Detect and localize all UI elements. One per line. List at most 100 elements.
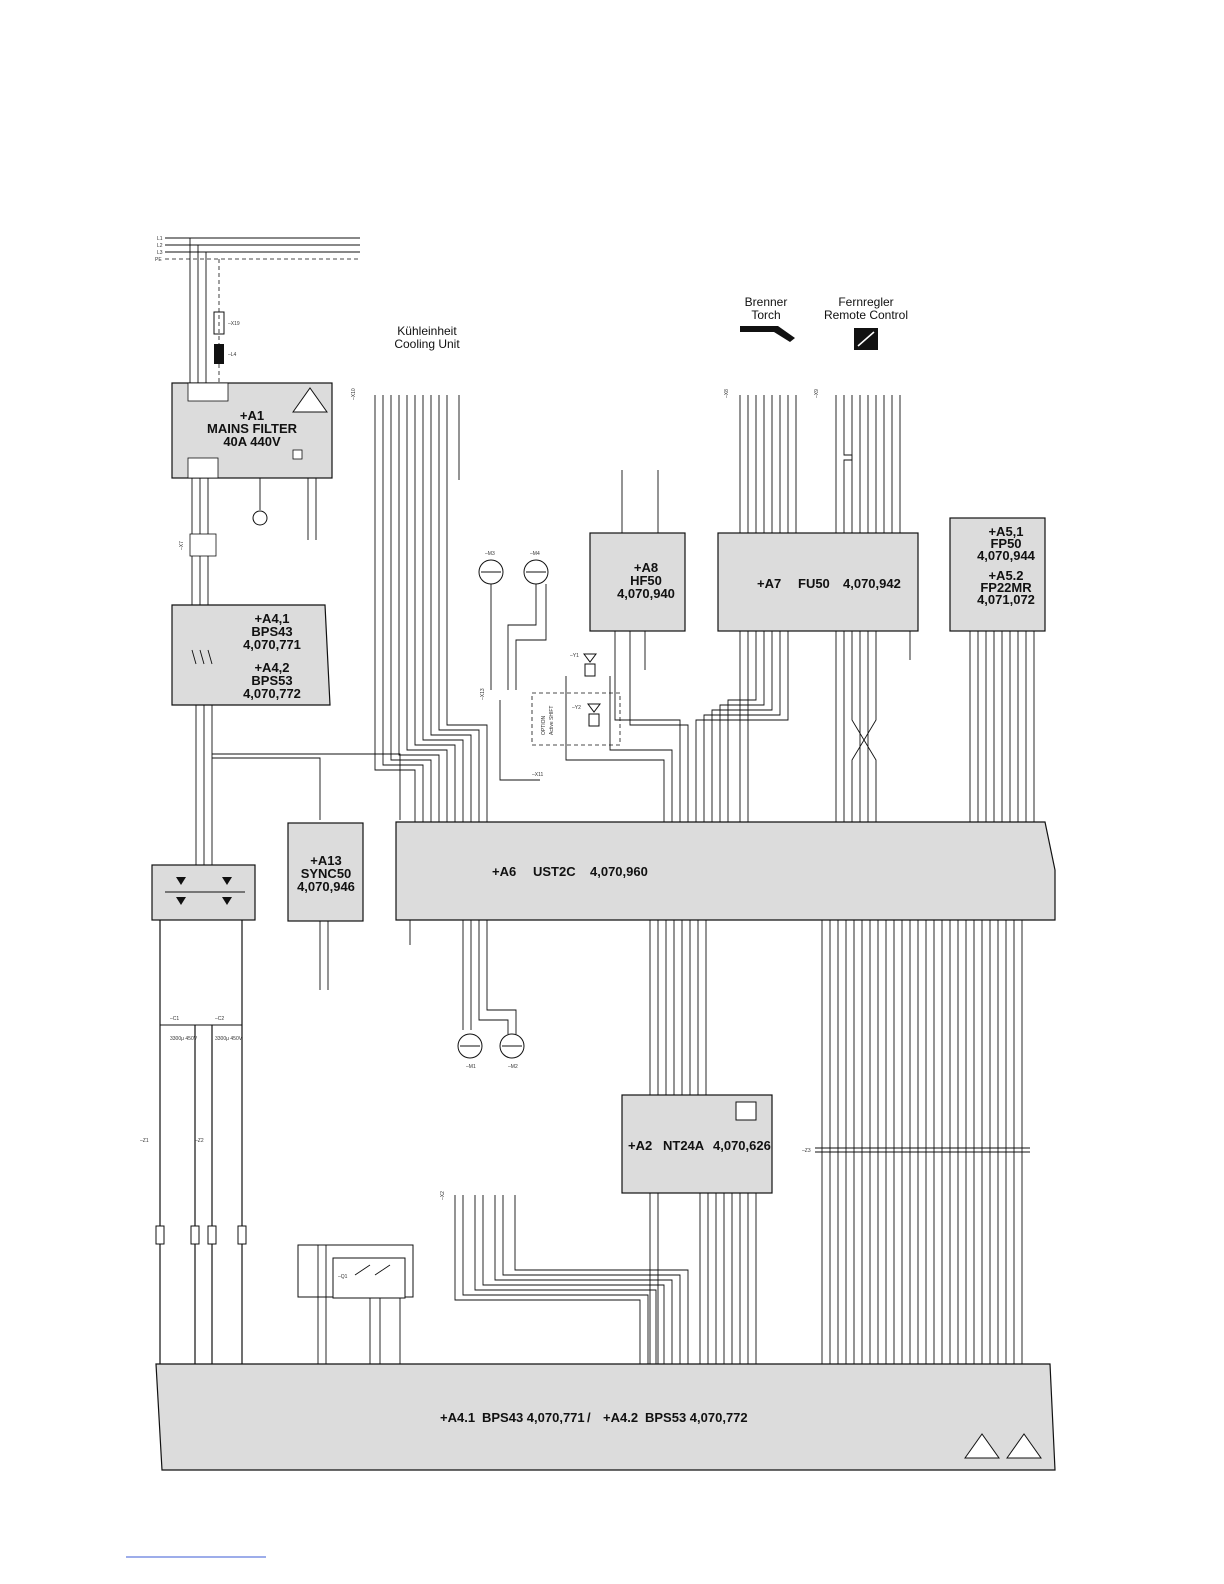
torch-en: Torch <box>751 308 780 322</box>
x11-label: –X11 <box>532 772 544 778</box>
cooling-unit-header: Kühleinheit Cooling Unit –X10 <box>351 324 488 822</box>
a4-bps-module: +A4,1 BPS43 4,070,771 +A4,2 BPS53 4,070,… <box>171 604 331 706</box>
a1-rating: 40A 440V <box>223 434 281 449</box>
mains-label-pe: PE <box>155 257 162 263</box>
a1-output-wires: –X7 <box>179 478 317 605</box>
a6-type: UST2C <box>533 864 576 879</box>
cooling-unit-de: Kühleinheit <box>397 324 457 338</box>
x9-label: –X9 <box>814 389 820 398</box>
a4-2-part: 4,070,772 <box>243 686 301 701</box>
right-signal-bus: –Z3 <box>802 920 1030 1364</box>
bottom-type1: BPS43 4,070,771 <box>482 1410 585 1425</box>
a1-mains-filter: +A1 MAINS FILTER 40A 440V <box>171 382 333 479</box>
a8-part: 4,070,940 <box>617 586 675 601</box>
a5-1-type: FP50 <box>990 536 1021 551</box>
bottom-part2: +A4.2 <box>603 1410 638 1425</box>
a7-name: +A7 <box>757 576 781 591</box>
cooling-unit-en: Cooling Unit <box>394 337 460 351</box>
a13-sync-module: +A13 SYNC50 4,070,946 <box>287 822 364 990</box>
x8-label: –X8 <box>724 389 730 398</box>
a1-type: MAINS FILTER <box>207 421 298 436</box>
x19-label: –X19 <box>228 321 240 327</box>
a2-part: 4,070,626 <box>713 1138 771 1153</box>
bottom-part1: +A4.1 <box>440 1410 475 1425</box>
a6-a2-bus <box>649 920 707 1095</box>
a13-type: SYNC50 <box>301 866 352 881</box>
a7-fu-module: +A7 FU50 4,070,942 <box>695 532 919 822</box>
a1-name: +A1 <box>240 408 264 423</box>
m2-label: –M2 <box>508 1064 518 1070</box>
a5-2-part: 4,071,072 <box>977 592 1035 607</box>
x13-label: –X13 <box>480 688 486 700</box>
a6-part: 4,070,960 <box>590 864 648 879</box>
pumps-valves-group: –M3 –M4 –X13 –X11 OPTION Active SHIFT –Y… <box>478 551 673 822</box>
warning-triangle-icon-left <box>964 1433 1000 1459</box>
a4-output-wires <box>195 705 401 865</box>
valve-y1-icon <box>583 653 597 663</box>
a13-name: +A13 <box>310 853 341 868</box>
a4-1-name: +A4,1 <box>254 611 289 626</box>
a5-2-type: FP22MR <box>980 580 1032 595</box>
x7-label-top: –X7 <box>179 541 185 550</box>
mains-label-l3: L3 <box>157 250 163 256</box>
y2-label: –Y2 <box>572 705 581 711</box>
remote-en: Remote Control <box>824 308 908 322</box>
y1-label: –Y1 <box>570 653 579 659</box>
x2-harness: –X2 <box>440 1191 689 1364</box>
a13-part: 4,070,946 <box>297 879 355 894</box>
a4-2-name: +A4,2 <box>254 660 289 675</box>
a4-1-type: BPS43 <box>251 624 292 639</box>
a8-type: HF50 <box>630 573 662 588</box>
a7-type: FU50 <box>798 576 830 591</box>
a8-hf-module: +A8 HF50 4,070,940 <box>589 470 689 822</box>
hazard-icon <box>735 1101 757 1121</box>
bottom-sep: / <box>587 1410 591 1425</box>
c1-value: 3300μ 450V <box>170 1036 198 1042</box>
a7-part: 4,070,942 <box>843 576 901 591</box>
q1-switch-group: –Q1 <box>297 1244 414 1364</box>
q1-label: –Q1 <box>338 1274 348 1280</box>
c1-label: –C1 <box>170 1016 179 1022</box>
a5-2-name: +A5.2 <box>988 568 1023 583</box>
mains-label-l1: L1 <box>157 236 163 242</box>
a4-1-part: 4,070,771 <box>243 637 301 652</box>
m1-label: –M1 <box>466 1064 476 1070</box>
warning-triangle-icon-right <box>1006 1433 1042 1459</box>
mains-lines: L1 L2 L3 PE <box>155 236 360 383</box>
a6-name: +A6 <box>492 864 516 879</box>
mains-label-l2: L2 <box>157 243 163 249</box>
option-line1: OPTION <box>541 715 547 735</box>
a8-name: +A8 <box>634 560 658 575</box>
m3-label: –M3 <box>485 551 495 557</box>
a6-ust-module: +A6 UST2C 4,070,960 <box>395 821 1056 945</box>
l4-label: –L4 <box>228 352 237 358</box>
c2-value: 3300μ 450V <box>215 1036 243 1042</box>
option-line2: Active SHIFT <box>549 706 555 735</box>
a4-2-type: BPS53 <box>251 673 292 688</box>
warning-triangle-icon <box>292 387 328 413</box>
m4-label: –M4 <box>530 551 540 557</box>
x2-label: –X2 <box>440 1191 446 1200</box>
rectifier-bridge <box>151 864 256 921</box>
a2-type: NT24A <box>663 1138 705 1153</box>
a5-fp-module: +A5,1 FP50 4,070,944 +A5.2 FP22MR 4,071,… <box>949 517 1046 822</box>
z2-label: –Z2 <box>195 1138 204 1144</box>
z1-label: –Z1 <box>140 1138 149 1144</box>
bottom-type2: BPS53 4,070,772 <box>645 1410 748 1425</box>
a5-1-name: +A5,1 <box>988 524 1023 539</box>
a2-nt-module: +A2 NT24A 4,070,626 <box>621 1094 773 1364</box>
x19-l4-group: –X19 –L4 <box>213 311 240 364</box>
torch-de: Brenner <box>745 295 788 309</box>
torch-remote-header: Brenner Torch Fernregler Remote Control … <box>724 295 908 533</box>
torch-icon <box>740 326 795 342</box>
c2-label: –C2 <box>215 1016 224 1022</box>
z3-label: –Z3 <box>802 1148 811 1154</box>
dc-link-group: –C1 3300μ 450V –C2 3300μ 450V –Z1 –Z2 <box>140 920 247 1364</box>
a5-1-part: 4,070,944 <box>977 548 1036 563</box>
x10-label: –X10 <box>351 388 357 400</box>
remote-de: Fernregler <box>838 295 893 309</box>
valve-y2-icon <box>587 703 601 713</box>
a2-name: +A2 <box>628 1138 652 1153</box>
bottom-bps-board: +A4.1 BPS43 4,070,771 / +A4.2 BPS53 4,07… <box>155 1363 1056 1471</box>
